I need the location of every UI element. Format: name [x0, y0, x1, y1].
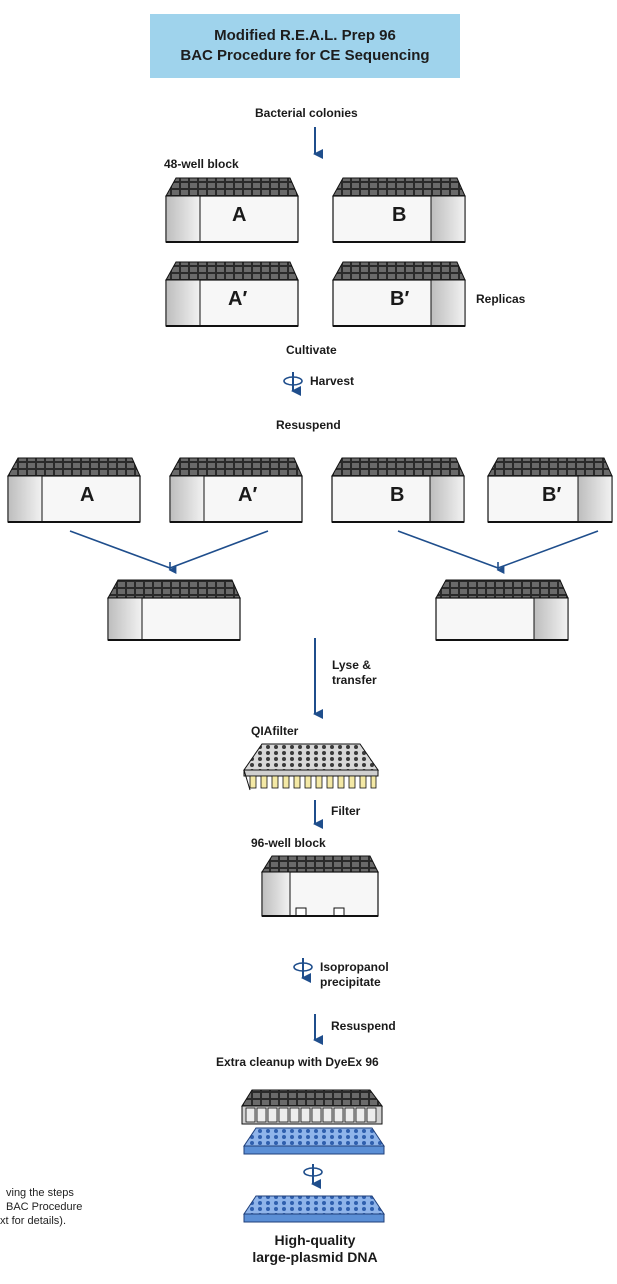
figure-caption-fragment: ving the steps BAC Procedure xt for deta… [0, 1186, 82, 1228]
final-line-2: large-plasmid DNA [252, 1249, 378, 1265]
block-48-b-prime [332, 261, 466, 327]
block-48-b [332, 177, 466, 243]
block-resuspend-a [7, 457, 141, 523]
block-48-a [165, 177, 299, 243]
block-pooled-left [107, 579, 241, 641]
step-bacterial-colonies: Bacterial colonies [255, 106, 358, 120]
final-spin-icon [303, 1164, 323, 1189]
final-line-1: High-quality [274, 1232, 356, 1248]
block-label-b-prime: B′ [390, 288, 410, 310]
step-96-well-block: 96-well block [251, 836, 326, 850]
step-harvest: Harvest [310, 374, 355, 388]
resuspend-label-b: B [390, 484, 405, 506]
dyeex-stack-icon [241, 1089, 385, 1155]
block-resuspend-a-prime [169, 457, 303, 523]
harvest-spin-icon [283, 372, 303, 396]
final-product-label: High-quality large-plasmid DNA [200, 1232, 430, 1266]
block-pooled-right [435, 579, 569, 641]
isopropanol-spin-icon [293, 958, 313, 983]
block-resuspend-b [331, 457, 465, 523]
step-isopropanol: Isopropanol precipitate [320, 960, 389, 990]
caption-line-3: xt for details). [0, 1215, 67, 1227]
step-48-well-block: 48-well block [164, 157, 239, 171]
step-filter: Filter [331, 804, 361, 818]
step-lyse-line-2: transfer [332, 673, 377, 687]
block-48-a-prime [165, 261, 299, 327]
block-label-b: B [392, 204, 407, 226]
step-resuspend-1: Resuspend [276, 418, 341, 432]
step-replicas: Replicas [476, 292, 526, 306]
resuspend-label-b-prime: B′ [542, 484, 562, 506]
resuspend-label-a-prime: A′ [238, 484, 258, 506]
caption-line-2: BAC Procedure [6, 1201, 83, 1213]
step-cultivate: Cultivate [286, 343, 337, 357]
step-iso-line-2: precipitate [320, 975, 381, 989]
final-dna-plate-icon [243, 1195, 385, 1223]
block-resuspend-b-prime [487, 457, 613, 523]
block-96-well [261, 855, 379, 917]
resuspend-label-a: A [80, 484, 95, 506]
step-extra-cleanup: Extra cleanup with DyeEx 96 [216, 1055, 379, 1069]
title-line-2: BAC Procedure for CE Sequencing [180, 47, 430, 64]
combine-lines-right [397, 530, 599, 574]
block-label-a: A [232, 204, 247, 226]
title-line-1: Modified R.E.A.L. Prep 96 [214, 27, 396, 44]
step-qiafilter: QIAfilter [251, 724, 299, 738]
step-lyse-line-1: Lyse & [332, 658, 371, 672]
combine-lines-left [69, 530, 269, 574]
step-iso-line-1: Isopropanol [320, 960, 389, 974]
title-box: Modified R.E.A.L. Prep 96 BAC Procedure … [150, 14, 460, 78]
qiafilter-plate-icon [243, 743, 379, 791]
step-lyse-transfer: Lyse & transfer [332, 658, 377, 688]
caption-line-1: ving the steps [6, 1187, 74, 1199]
step-resuspend-2: Resuspend [331, 1019, 396, 1033]
block-label-a-prime: A′ [228, 288, 248, 310]
